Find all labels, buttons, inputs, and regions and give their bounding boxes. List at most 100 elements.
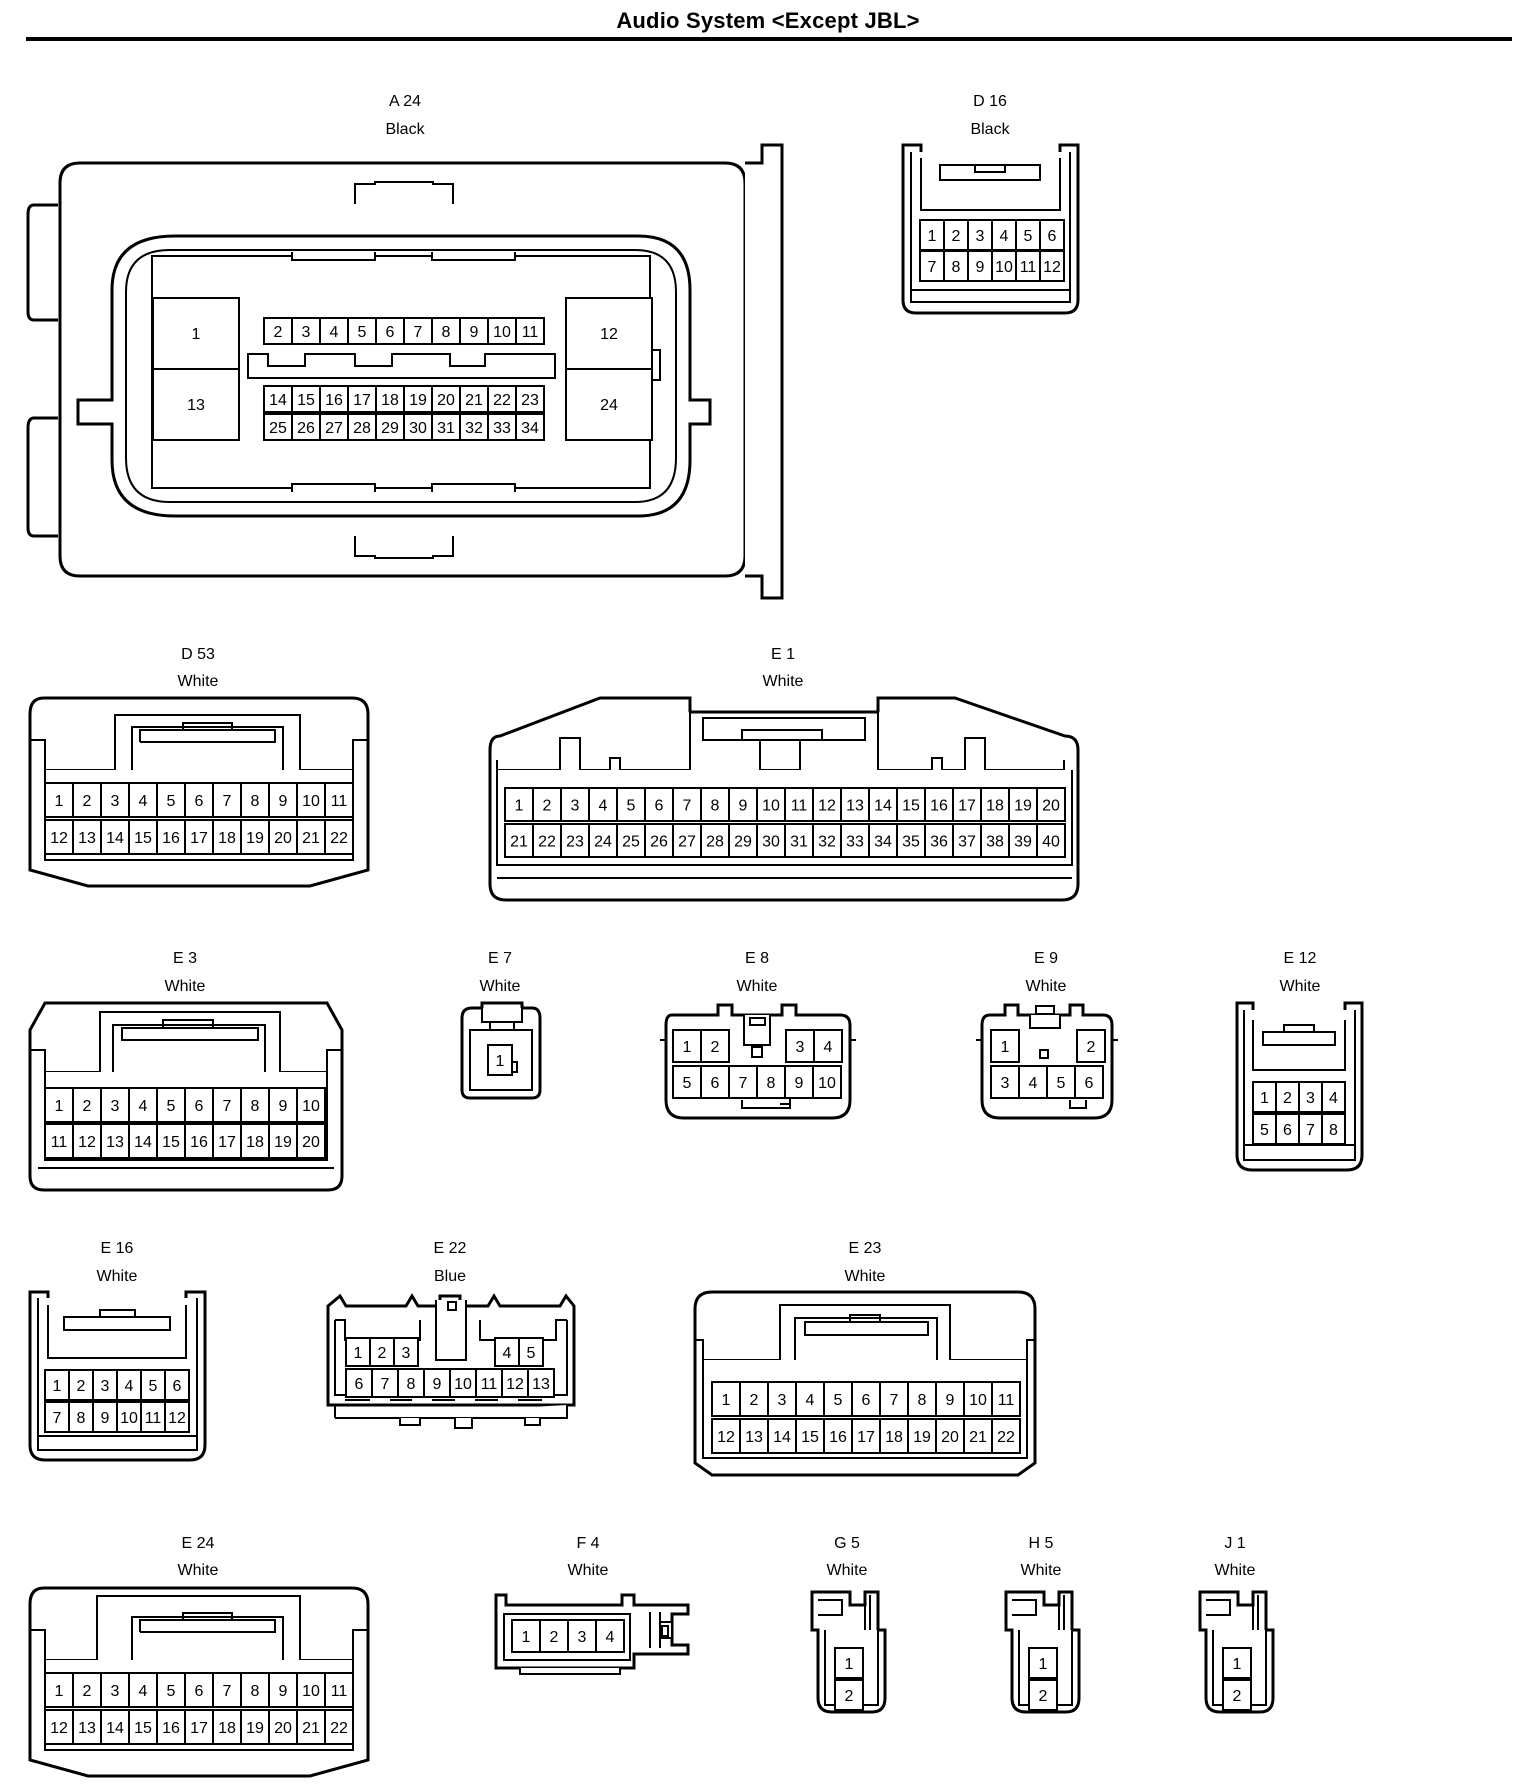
- e3-latch: [30, 1011, 342, 1073]
- connector-code: E 9: [1034, 950, 1058, 967]
- pin-cavity: [44, 782, 74, 818]
- pin-cavity: [616, 823, 646, 858]
- pin-label: 8: [251, 793, 260, 810]
- pin-cavity: [72, 1672, 102, 1708]
- pin-label: 10: [454, 1376, 472, 1393]
- pin-label: 4: [503, 1345, 512, 1362]
- pin-cavity: [588, 787, 618, 822]
- pin-cavity: [140, 1401, 166, 1433]
- pin-label: 5: [167, 1098, 176, 1115]
- pin-cavity: [345, 1337, 371, 1367]
- pin-cavity: [1028, 1647, 1058, 1679]
- pin-cavity: [431, 317, 461, 345]
- connector-code: G 5: [834, 1535, 860, 1552]
- pin-label: 33: [846, 834, 864, 851]
- pin-label: 13: [846, 798, 864, 815]
- pin-label: 19: [246, 1720, 264, 1737]
- pin-cavity: [296, 782, 326, 818]
- pin-label: 11: [331, 1683, 348, 1700]
- pin-label: 30: [762, 834, 780, 851]
- pin-label: 5: [1057, 1075, 1066, 1092]
- connector-j1: J 1 White 12: [1198, 1535, 1275, 1714]
- pin-label: 2: [711, 1039, 720, 1056]
- pin-label: 36: [930, 834, 948, 851]
- connector-color: White: [845, 1268, 886, 1285]
- pin-label: 6: [355, 1376, 364, 1393]
- pin-cavity: [963, 1381, 993, 1417]
- pin-label: 22: [330, 1720, 348, 1737]
- pin-label: 8: [251, 1098, 260, 1115]
- pin-cavity: [907, 1381, 937, 1417]
- pin-cavity: [756, 823, 786, 858]
- connector-code: A 24: [389, 93, 421, 110]
- pin-label: 13: [106, 1134, 124, 1151]
- pin-label: 3: [778, 1392, 787, 1409]
- g5-pin-grid: 12: [834, 1647, 864, 1711]
- pin-label: 4: [806, 1392, 815, 1409]
- pin-label: 5: [683, 1075, 692, 1092]
- connector-code: H 5: [1029, 1535, 1054, 1552]
- pin-label: 20: [941, 1429, 959, 1446]
- pin-label: 38: [986, 834, 1004, 851]
- pin-cavity: [319, 413, 349, 441]
- pin-cavity: [967, 219, 993, 251]
- pin-cavity: [980, 787, 1010, 822]
- pin-cavity: [952, 787, 982, 822]
- pin-label: 4: [824, 1039, 833, 1056]
- pin-label: 12: [506, 1376, 524, 1393]
- connector-code: E 16: [101, 1240, 134, 1257]
- connector-color: White: [178, 673, 219, 690]
- pin-label: 25: [269, 420, 287, 437]
- pin-label: 1: [683, 1039, 692, 1056]
- pin-cavity: [560, 823, 590, 858]
- pin-label: 8: [251, 1683, 260, 1700]
- pin-cavity: [268, 782, 298, 818]
- pin-label: 8: [1329, 1122, 1338, 1139]
- pin-cavity: [1321, 1081, 1346, 1113]
- pin-label: 4: [1029, 1075, 1038, 1092]
- pin-cavity: [1222, 1647, 1252, 1679]
- pin-cavity: [100, 819, 130, 855]
- pin-label: 20: [1042, 798, 1060, 815]
- pin-cavity: [212, 782, 242, 818]
- pin-label: 13: [78, 1720, 96, 1737]
- pin-cavity: [156, 782, 186, 818]
- pin-cavity: [991, 1418, 1021, 1454]
- pin-label: 28: [706, 834, 724, 851]
- connector-color: White: [1021, 1562, 1062, 1579]
- pin-label: 21: [510, 834, 528, 851]
- pin-label: 6: [195, 1683, 204, 1700]
- pin-cavity: [834, 1679, 864, 1711]
- pin-label: 1: [845, 1656, 854, 1673]
- pin-cavity: [152, 368, 240, 441]
- pin-cavity: [100, 1672, 130, 1708]
- pin-label: 21: [302, 1720, 320, 1737]
- pin-cavity: [44, 1709, 74, 1745]
- pin-label: 5: [627, 798, 636, 815]
- pin-label: 8: [952, 259, 961, 276]
- pin-label: 16: [829, 1429, 847, 1446]
- pin-cavity: [128, 819, 158, 855]
- pin-cavity: [518, 1337, 544, 1367]
- e23-latch: [695, 1304, 1035, 1361]
- pin-label: 2: [378, 1345, 387, 1362]
- pin-label: 37: [958, 834, 976, 851]
- connector-color: White: [178, 1562, 219, 1579]
- pin-cavity: [423, 1368, 451, 1398]
- pin-label: 3: [1001, 1075, 1010, 1092]
- e24-latch: [30, 1595, 368, 1661]
- pin-label: 29: [381, 420, 399, 437]
- pin-cavity: [263, 413, 293, 441]
- pin-label: 11: [51, 1134, 68, 1151]
- pin-label: 10: [969, 1392, 987, 1409]
- pin-label: 1: [55, 1098, 64, 1115]
- pin-cavity: [532, 787, 562, 822]
- pin-label: 6: [173, 1378, 182, 1395]
